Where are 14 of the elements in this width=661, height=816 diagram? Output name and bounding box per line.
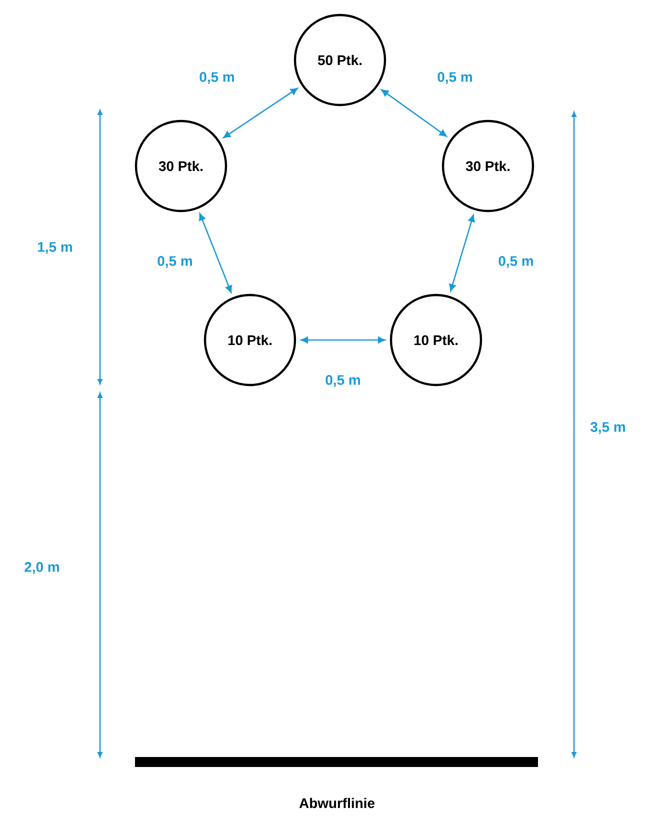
distance-arrow <box>449 214 475 292</box>
distance-arrow <box>381 89 447 137</box>
dimension-label: 3,5 m <box>590 422 625 434</box>
distance-arrow <box>300 336 386 344</box>
edge-label: 0,5 m <box>498 256 533 268</box>
edge-label: 0,5 m <box>326 375 360 387</box>
edge-label: 0,5 m <box>438 72 472 84</box>
distance-arrow <box>223 88 298 138</box>
distance-arrow <box>198 213 232 293</box>
edge-label: 0,5 m <box>200 72 234 84</box>
edge-label: 0,5 m <box>158 256 192 268</box>
dimension-label: 1,5 m <box>38 242 72 254</box>
caption: Abwurflinie <box>299 798 374 808</box>
dimension-label: 2,0 m <box>24 562 59 574</box>
